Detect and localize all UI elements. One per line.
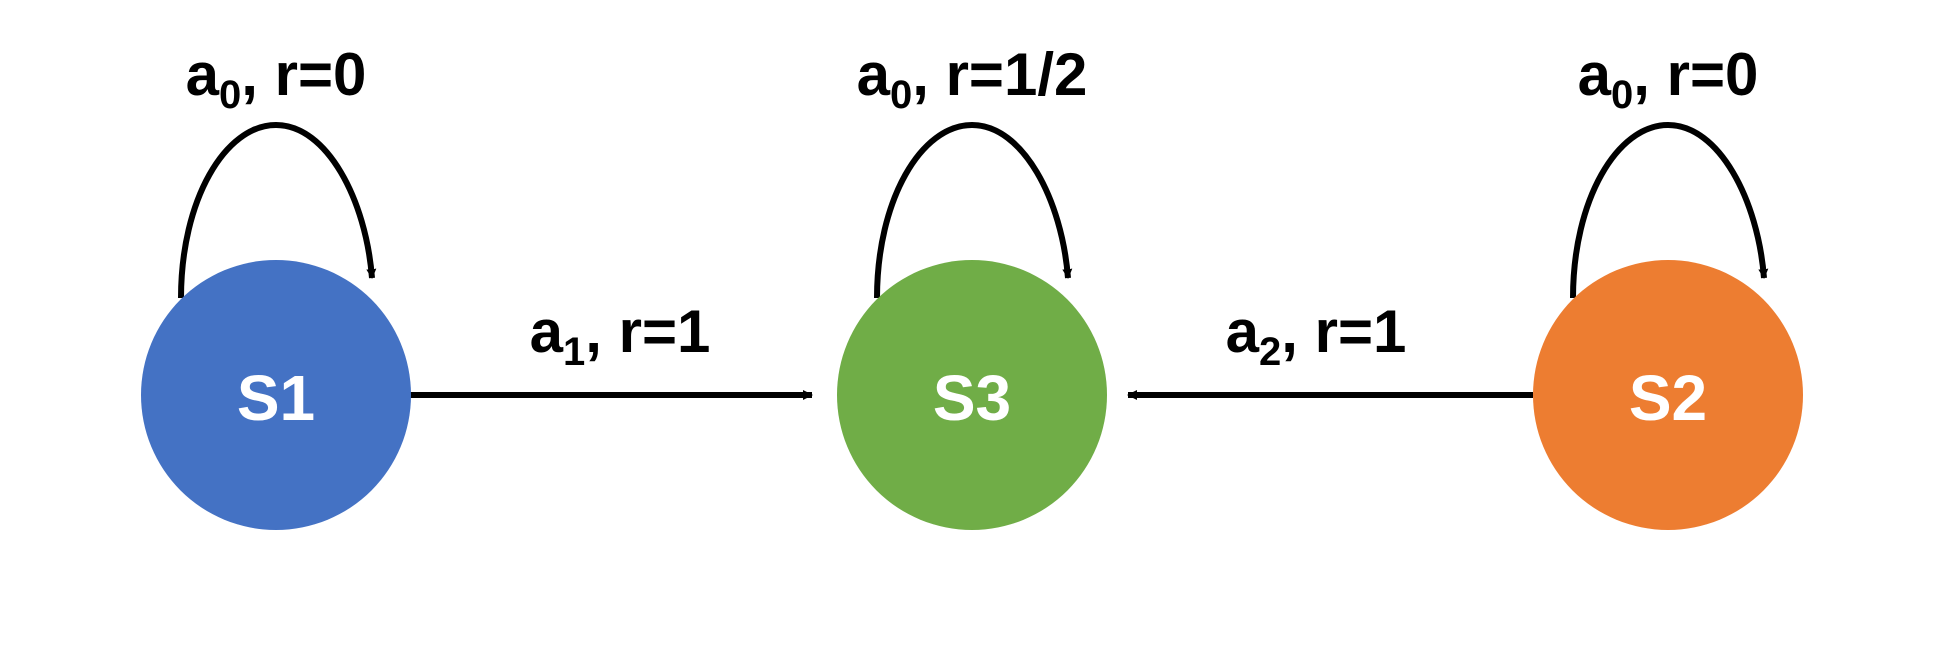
s3-self-action-subscript: 0 <box>890 73 912 117</box>
edge-s2-self-loop <box>1570 121 1769 299</box>
state-s2-circle <box>1533 260 1803 530</box>
s1-to-s3-action: a <box>530 298 564 365</box>
s2-to-s3-action-subscript: 2 <box>1259 330 1281 374</box>
s2-to-s3-label: a2, r=1 <box>1226 298 1407 374</box>
s1-self-reward: , r=0 <box>241 41 366 108</box>
edge-s1-self-loop <box>178 121 377 299</box>
state-s2-label: S2 <box>1629 362 1707 434</box>
s1-to-s3-action-subscript: 1 <box>563 330 585 374</box>
state-s1-circle <box>141 260 411 530</box>
state-s1-label: S1 <box>237 362 315 434</box>
s1-self-action-subscript: 0 <box>219 73 241 117</box>
s1-self-loop-label: a0, r=0 <box>186 41 367 117</box>
edge-s3-self-loop <box>874 121 1073 299</box>
s2-to-s3-reward: , r=1 <box>1281 298 1406 365</box>
s3-self-action: a <box>857 41 891 108</box>
state-s3-circle <box>837 260 1107 530</box>
state-s3-label: S3 <box>933 362 1011 434</box>
s2-self-loop-label: a0, r=0 <box>1578 41 1759 117</box>
s1-to-s3-reward: , r=1 <box>585 298 710 365</box>
s3-self-reward: , r=1/2 <box>912 41 1087 108</box>
s2-to-s3-action: a <box>1226 298 1260 365</box>
s2-self-action: a <box>1578 41 1612 108</box>
s3-self-loop-label: a0, r=1/2 <box>857 41 1088 117</box>
s1-self-action: a <box>186 41 220 108</box>
s1-to-s3-label: a1, r=1 <box>530 298 711 374</box>
s2-self-action-subscript: 0 <box>1611 73 1633 117</box>
s2-self-reward: , r=0 <box>1633 41 1758 108</box>
